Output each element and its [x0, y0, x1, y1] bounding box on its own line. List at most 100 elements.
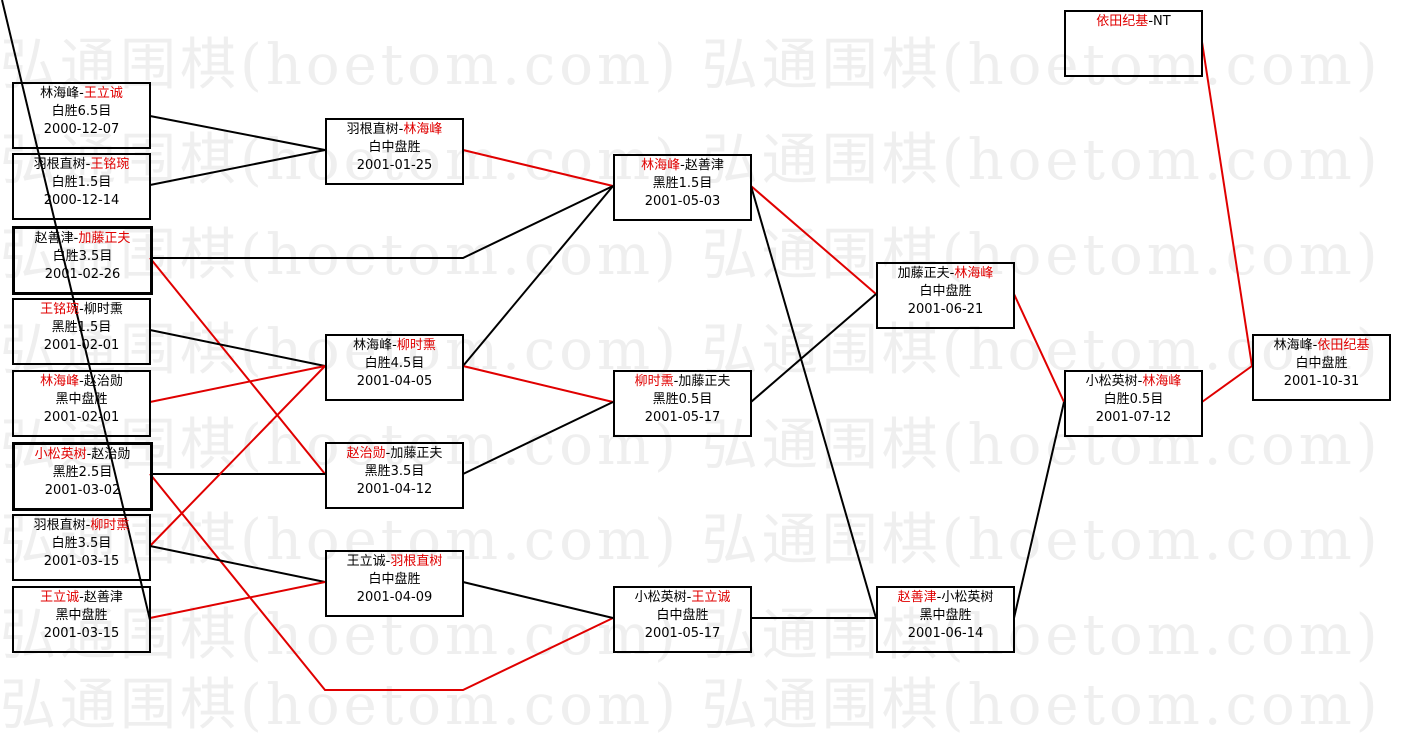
match-result: 白胜0.5目: [1103, 392, 1164, 407]
winner-connector-line: [1201, 365, 1253, 403]
player-name: 羽根直树: [33, 157, 86, 172]
connector-line: [462, 581, 614, 619]
winner-connector-line: [1013, 293, 1065, 403]
watermark-row: 弘通围棋(hoetom.com) 弘通围棋(hoetom.com) 弘通围棋(h…: [0, 318, 1401, 383]
player-name: 王立诚: [346, 554, 386, 569]
separator: -: [85, 157, 91, 172]
match-players: 王立诚-赵善津: [14, 589, 149, 607]
player-name: 小松英树: [34, 447, 87, 462]
player-name: 王立诚: [83, 86, 123, 101]
connector-line: [750, 293, 877, 403]
connector-line: [1, 0, 151, 621]
connector-line: [750, 185, 877, 619]
match-players: 林海峰-赵善津: [615, 157, 750, 175]
match-date: 2001-01-25: [356, 158, 433, 173]
player-name: 林海峰: [641, 158, 681, 173]
separator: -: [398, 122, 404, 137]
separator: -: [1312, 338, 1318, 353]
player-name: 依田纪基: [1317, 338, 1370, 353]
winner-connector-line: [149, 365, 326, 547]
player-name: 柳时熏: [396, 338, 436, 353]
match-result: 黑胜3.5目: [364, 464, 425, 479]
match-date: 2000-12-07: [43, 122, 120, 137]
match-result: 白中盘胜: [1295, 356, 1348, 371]
separator: -: [392, 338, 397, 353]
match-date: 2001-04-05: [356, 374, 433, 389]
player-name: 小松英树: [1085, 374, 1138, 389]
player-name: 柳时熏: [83, 302, 123, 317]
player-name: 柳时熏: [90, 518, 130, 533]
separator: -: [936, 590, 942, 605]
winner-connector-line: [462, 365, 614, 403]
match-date: 2001-05-03: [644, 194, 721, 209]
match-date: 2001-10-31: [1283, 374, 1360, 389]
match-date: 2001-05-17: [644, 410, 721, 425]
match-players: 羽根直树-林海峰: [327, 121, 462, 139]
separator: -: [686, 590, 692, 605]
player-name: 小松英树: [634, 590, 687, 605]
winner-connector-line: [149, 473, 614, 691]
match-date: 2001-03-02: [44, 483, 121, 498]
separator: -: [86, 447, 92, 462]
match-players: 赵善津-小松英树: [878, 589, 1013, 607]
winner-connector-line: [149, 581, 326, 619]
match-date: 2001-05-17: [644, 626, 721, 641]
player-name: NT: [1153, 14, 1171, 29]
match-players: 羽根直树-柳时熏: [14, 517, 149, 535]
match-date: 2001-04-12: [356, 482, 433, 497]
connector-line: [149, 329, 326, 367]
match-box-r4b: 赵善津-小松英树黑中盘胜 2001-06-14: [876, 586, 1015, 653]
match-box-m6: 小松英树-赵治勋黑胜2.5目 2001-03-02: [12, 442, 153, 511]
match-date: 2001-03-15: [43, 554, 120, 569]
watermark-row: 弘通围棋(hoetom.com) 弘通围棋(hoetom.com) 弘通围棋(h…: [0, 603, 1401, 668]
player-name: 赵善津: [34, 231, 74, 246]
separator: -: [385, 554, 391, 569]
match-result: 黑中盘胜: [55, 608, 108, 623]
player-name: 羽根直树: [33, 518, 86, 533]
connector-line: [149, 115, 326, 151]
player-name: 林海峰: [1142, 374, 1182, 389]
match-players: 林海峰-赵治勋: [14, 373, 149, 391]
player-name: 王铭琬: [40, 302, 80, 317]
winner-connector-line: [1201, 41, 1253, 367]
player-name: 赵治勋: [91, 447, 131, 462]
separator: -: [1137, 374, 1143, 389]
connector-line: [1013, 401, 1065, 619]
match-date: 2001-02-01: [43, 410, 120, 425]
match-date: 2001-06-21: [907, 302, 984, 317]
separator: -: [73, 231, 79, 246]
player-name: 羽根直树: [390, 554, 443, 569]
connector-line: [149, 545, 326, 583]
match-date: 2001-07-12: [1095, 410, 1172, 425]
connector-line: [462, 401, 614, 475]
match-result: 黑中盘胜: [919, 608, 972, 623]
match-players: 林海峰-王立诚: [14, 85, 149, 103]
connector-line: [149, 149, 326, 186]
player-name: 柳时熏: [634, 374, 674, 389]
match-result: 黑胜2.5目: [52, 465, 113, 480]
match-date: 2001-02-01: [43, 338, 120, 353]
watermark-row: 弘通围棋(hoetom.com) 弘通围棋(hoetom.com) 弘通围棋(h…: [0, 223, 1401, 288]
match-players: 赵治勋-加藤正夫: [327, 445, 462, 463]
separator: -: [85, 518, 91, 533]
match-result: 黑胜1.5目: [652, 176, 713, 191]
connector-line: [150, 185, 614, 259]
separator: -: [79, 302, 84, 317]
separator: -: [949, 266, 955, 281]
match-players: 小松英树-王立诚: [615, 589, 750, 607]
match-result: 白胜1.5目: [51, 175, 112, 190]
separator: -: [680, 158, 685, 173]
player-name: 林海峰: [954, 266, 994, 281]
match-players: 赵善津-加藤正夫: [15, 230, 150, 248]
match-players: 王铭琬-柳时熏: [14, 301, 149, 319]
separator: -: [673, 374, 679, 389]
match-date: 2001-06-14: [907, 626, 984, 641]
winner-connector-line: [149, 365, 326, 403]
watermark-row: 弘通围棋(hoetom.com) 弘通围棋(hoetom.com) 弘通围棋(h…: [0, 673, 1401, 738]
